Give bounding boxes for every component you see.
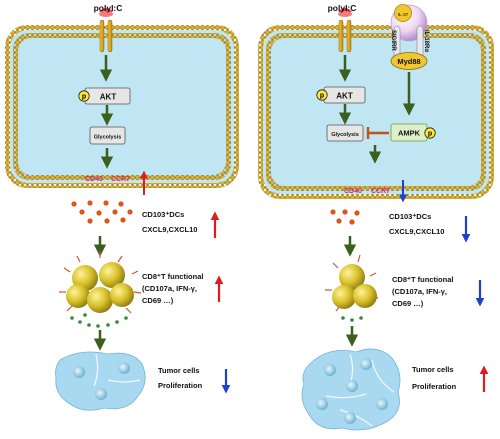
right-glycolysis-node: Glycolysis [326, 124, 364, 142]
left-akt-phospho-icon: p [78, 90, 90, 102]
right-akt-node: AKT [323, 86, 366, 104]
left-akt-node: AKT [84, 87, 131, 105]
right-chemokine-dots [330, 209, 360, 225]
right-cd8-label-line1: CD8⁺T functional [392, 275, 453, 284]
svg-text:p: p [320, 93, 324, 100]
left-chemokine-label: CXCL9,CXCL10 [142, 225, 197, 234]
svg-text:Myd88: Myd88 [397, 57, 420, 66]
left-chemokine-dots [71, 200, 133, 224]
svg-text:Glycolysis: Glycolysis [331, 132, 359, 138]
left-cd8-label-line2: (CD107a, IFN-γ, [142, 284, 197, 293]
il37-ligand [394, 4, 412, 22]
right-il37-receptor-complex: IL-37 SIGIRR IL-18Rα [390, 4, 429, 63]
right-granule-dots [341, 316, 363, 322]
right-cytoplasm [271, 38, 481, 186]
right-tlr3-receptor [338, 8, 352, 53]
right-dc-label: CD103⁺DCs [389, 212, 431, 221]
right-polyic-label: polyI:C [328, 3, 357, 13]
left-tumor-cells [55, 351, 146, 411]
right-tumor-cells [301, 348, 401, 431]
right-cd8-label-line3: CD69 …) [392, 299, 424, 308]
right-ampk-inhibits-glycolysis [366, 127, 389, 139]
svg-text:IL-37: IL-37 [398, 12, 409, 17]
right-ccr7-label: CCR7 [371, 188, 390, 195]
left-tcell-cluster [59, 251, 142, 314]
left-cd8-label-line1: CD8⁺T functional [142, 272, 203, 281]
right-myd88-node: Myd88 [390, 52, 428, 70]
right-ampk-phospho-icon: p [424, 127, 436, 139]
right-chemokine-label: CXCL9,CXCL10 [389, 227, 444, 236]
left-granule-dots [70, 313, 128, 328]
left-tumor-label-line1: Tumor cells [158, 366, 200, 375]
left-tlr3-receptor [99, 8, 113, 53]
left-dc-label: CD103⁺DCs [142, 210, 184, 219]
right-tumor-label-line2: Proliferation [412, 382, 457, 391]
svg-text:AKT: AKT [100, 93, 117, 102]
svg-text:AKT: AKT [336, 92, 353, 101]
left-cytoplasm [18, 38, 226, 175]
left-ccr7-label: CCR7 [111, 176, 130, 183]
sigirr-label: SIGIRR [390, 30, 396, 51]
right-cd40-label: CD40 [344, 188, 362, 195]
il18r-label: IL-18Rα [423, 30, 429, 52]
right-ampk-node: AMPK [390, 123, 428, 142]
left-cd8-label-line3: CD69 …) [142, 296, 174, 305]
right-cd8-label-line2: (CD107a, IFN-γ, [392, 287, 447, 296]
svg-text:p: p [82, 94, 86, 101]
right-tumor-label-line1: Tumor cells [412, 365, 454, 374]
left-tumor-label-line2: Proliferation [158, 381, 203, 390]
right-cell: polyI:C IL-37 SIGIRR IL-18Rα Myd88 AKT p [258, 3, 494, 203]
left-polyic-label: polyI:C [94, 3, 123, 13]
left-glycolysis-node: Glycolysis [89, 126, 126, 145]
right-akt-phospho-icon: p [316, 89, 328, 101]
svg-text:Glycolysis: Glycolysis [94, 135, 122, 141]
svg-text:AMPK: AMPK [398, 129, 421, 138]
left-cell: polyI:C AKT p Glycolysis CD40 CCR7 [5, 3, 239, 195]
right-tcell-cluster [325, 254, 379, 312]
left-cd40-label: CD40 [85, 176, 103, 183]
svg-text:p: p [428, 131, 432, 138]
